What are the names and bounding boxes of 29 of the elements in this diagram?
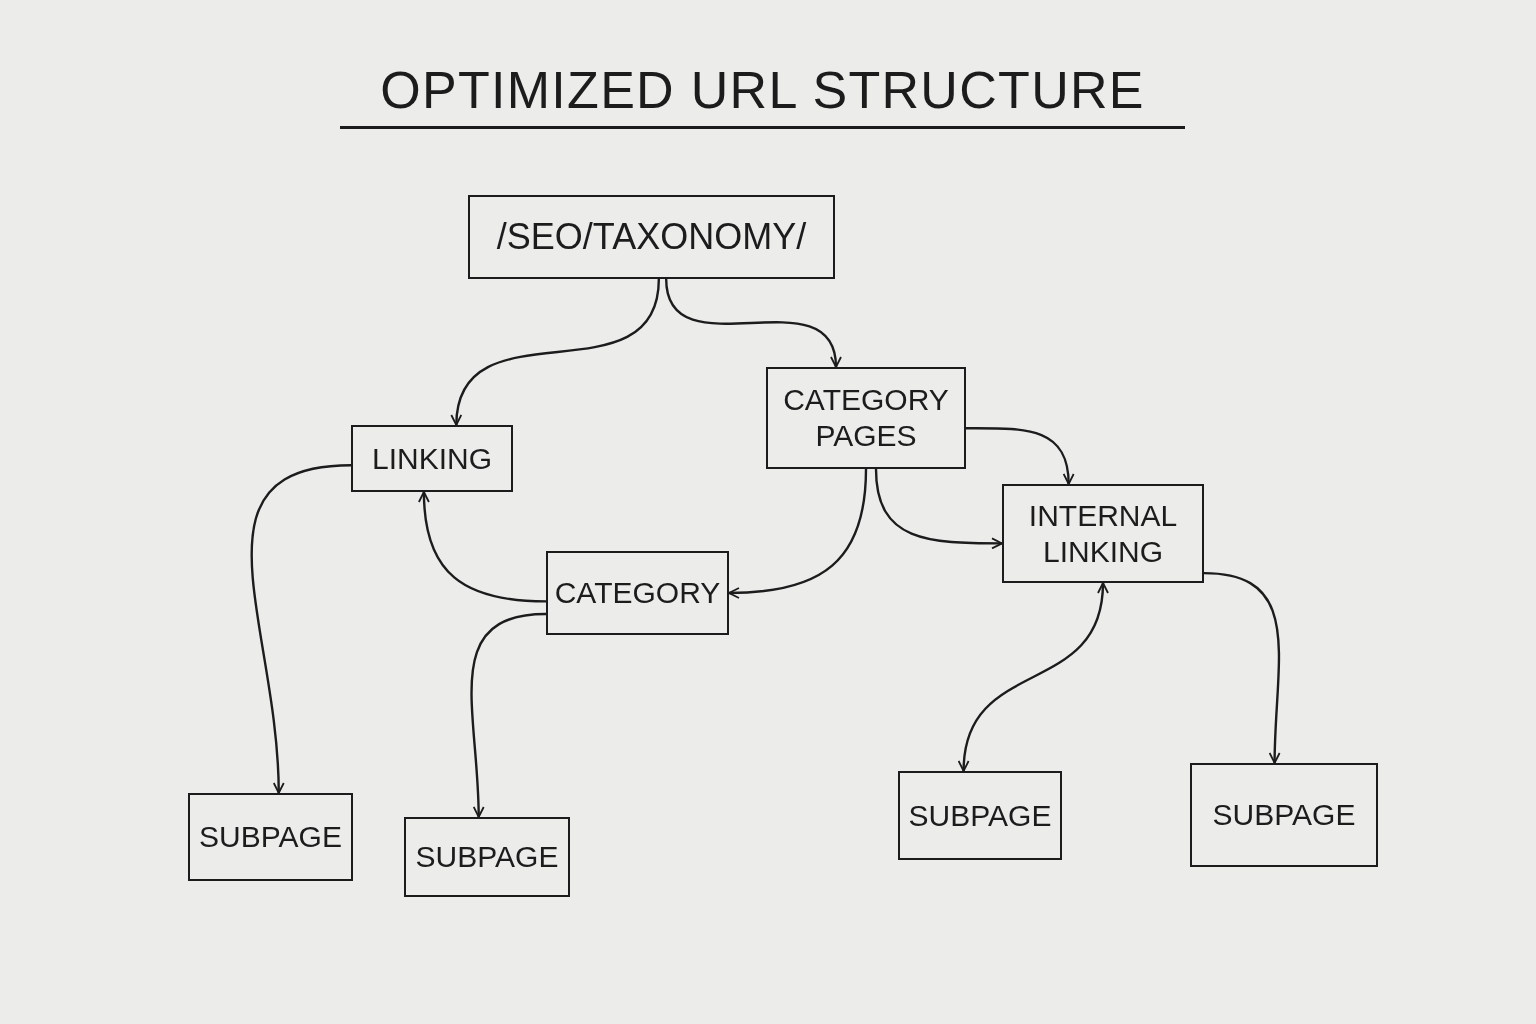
page-box bbox=[468, 195, 835, 279]
box-label: SUBPAGE bbox=[1212, 797, 1356, 833]
arrow bbox=[470, 612, 547, 818]
arrow bbox=[250, 464, 352, 794]
box-label: SUBPAGE bbox=[199, 819, 342, 855]
box-label: /SEO/TAXONOMY/ bbox=[496, 215, 807, 259]
box-label: LINKING bbox=[372, 440, 492, 477]
page-box bbox=[351, 425, 513, 492]
box-label: CATEGORY bbox=[554, 575, 721, 611]
page-box bbox=[188, 793, 353, 881]
box-label: SUBPAGE bbox=[908, 797, 1052, 834]
page-box bbox=[1190, 763, 1378, 867]
page-box bbox=[898, 771, 1062, 860]
diagram-title: OPTIMIZED URL STRUCTURE bbox=[340, 58, 1185, 129]
arrow bbox=[966, 427, 1074, 485]
box-label: SUBPAGE bbox=[415, 839, 559, 875]
page-box bbox=[1002, 484, 1204, 583]
arrow bbox=[1203, 571, 1281, 764]
arrow bbox=[874, 468, 1003, 550]
box-label: CATEGORY PAGES bbox=[782, 382, 950, 454]
arrow bbox=[958, 582, 1108, 772]
page-box bbox=[546, 551, 729, 635]
arrow bbox=[728, 468, 868, 599]
arrow bbox=[451, 278, 661, 426]
page-box bbox=[404, 817, 570, 897]
box-label: INTERNAL LINKING bbox=[1027, 497, 1179, 570]
arrow bbox=[418, 491, 547, 603]
arrow bbox=[665, 278, 841, 368]
page-box bbox=[766, 367, 966, 469]
